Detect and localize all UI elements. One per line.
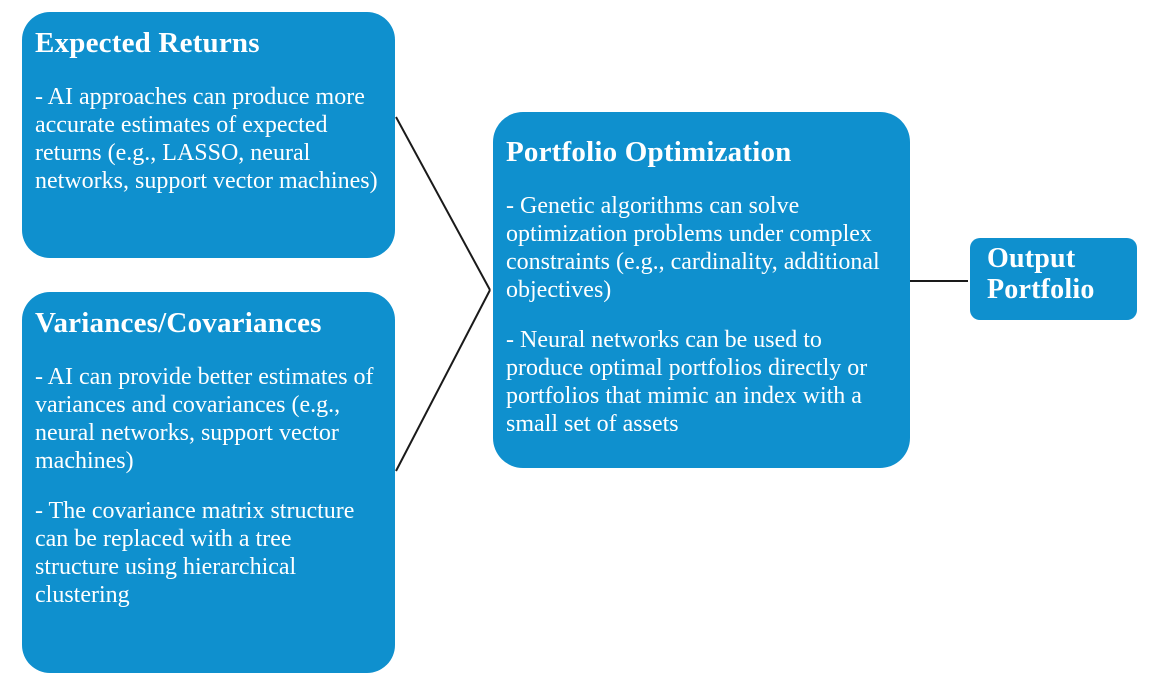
node-title-portfolio-optimization: Portfolio Optimization <box>506 136 792 168</box>
node-portfolio-optimization: Portfolio Optimization - Genetic algorit… <box>493 112 910 468</box>
node-bullet: - AI can provide better estimates of var… <box>35 364 374 475</box>
node-output-portfolio: Output Portfolio <box>970 238 1137 320</box>
node-bullet: - The covariance matrix structure can be… <box>35 498 355 609</box>
connector-expected-to-optimization <box>395 116 491 291</box>
node-bullet: - Neural networks can be used to produce… <box>506 327 868 438</box>
node-variances-covariances: Variances/Covariances - AI can provide b… <box>22 292 395 673</box>
node-expected-returns: Expected Returns - AI approaches can pro… <box>22 12 395 258</box>
node-title-expected-returns: Expected Returns <box>35 27 260 59</box>
node-title-output-portfolio: Output Portfolio <box>987 243 1095 305</box>
node-bullet: - AI approaches can produce more accurat… <box>35 84 378 195</box>
connector-variances-to-optimization <box>395 289 491 472</box>
node-title-variances-covariances: Variances/Covariances <box>35 307 322 339</box>
node-bullet: - Genetic algorithms can solve optimizat… <box>506 193 880 304</box>
